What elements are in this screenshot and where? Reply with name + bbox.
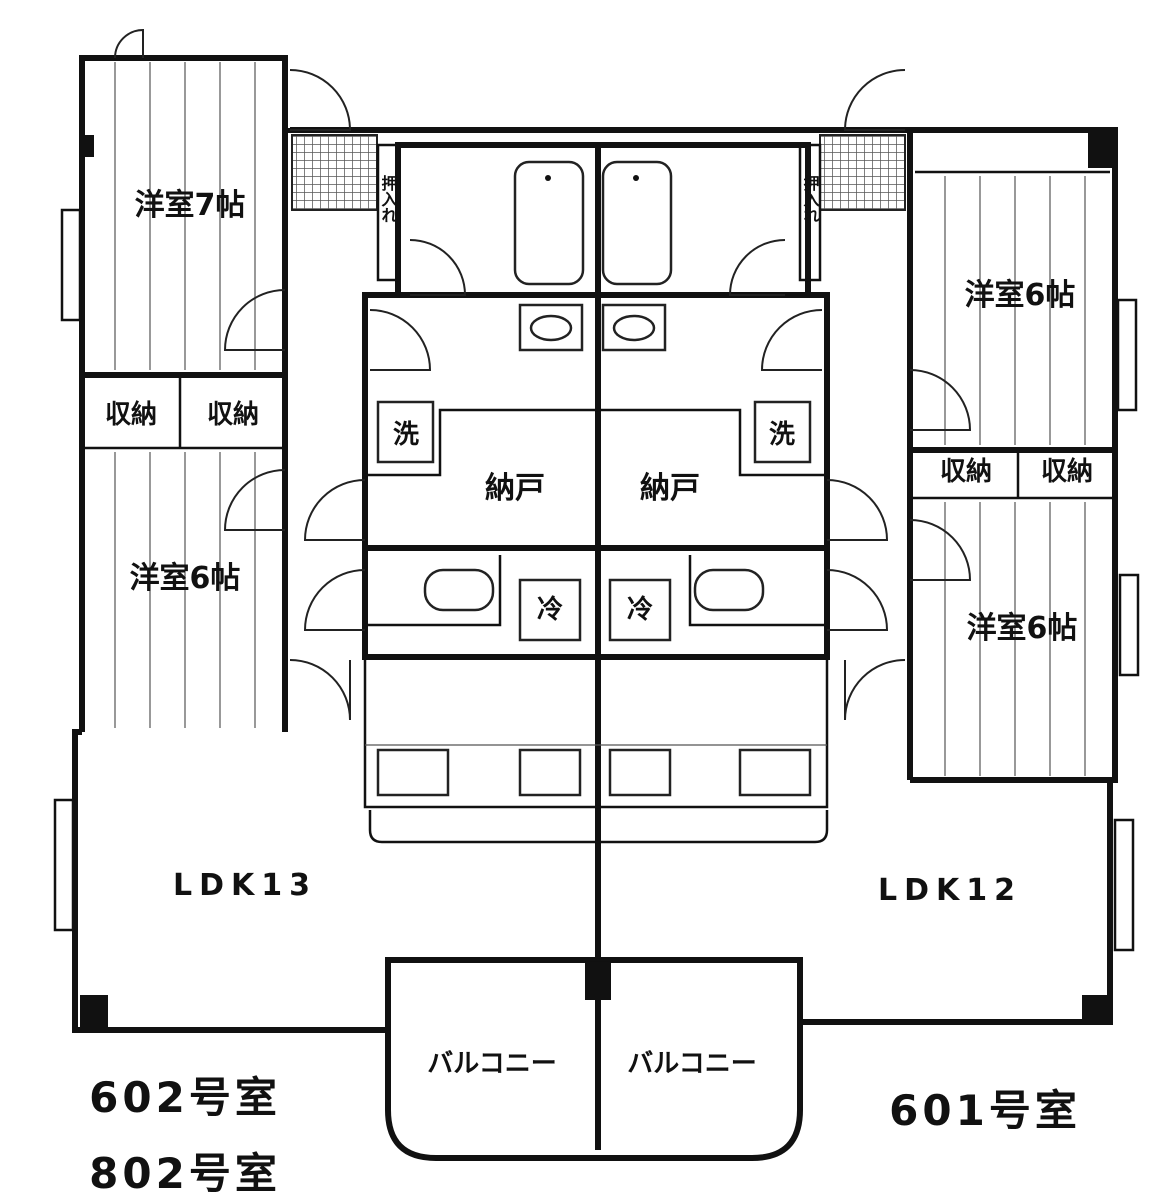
- washer-label: 洗: [769, 420, 795, 450]
- room-label-western-7: 洋室7帖: [135, 188, 246, 223]
- balcony-label: バルコニー: [427, 1049, 556, 1079]
- closet-label: 押入れ: [801, 174, 820, 223]
- unit-number-labels: 602号室 802号室 601号室: [89, 1073, 1081, 1198]
- ldk-label: LDK13: [173, 868, 317, 903]
- storage-label-a: 収納: [105, 399, 157, 430]
- central-fixtures: [303, 160, 889, 1000]
- storage-label-b: 収納: [1041, 456, 1093, 487]
- right-unit-interior: [798, 69, 1140, 1025]
- unit-number-802: 802号室: [89, 1149, 281, 1198]
- storeroom-label: 納戸: [640, 471, 700, 506]
- room-label-western-6: 洋室6帖: [130, 561, 241, 596]
- washer-label: 洗: [393, 420, 419, 450]
- fridge-label: 冷: [537, 594, 563, 625]
- fridge-label: 冷: [627, 594, 653, 625]
- storeroom-label: 納戸: [485, 471, 545, 506]
- unit-number-602: 602号室: [89, 1073, 281, 1122]
- right-unit-labels: 洋室6帖 収納 収納 洋室6帖 押入れ 洗 納戸 冷 LDK12 バルコニー: [627, 174, 1093, 1079]
- left-unit-labels: 洋室7帖 収納 収納 洋室6帖 押入れ 洗 納戸 冷 LDK13 バルコニー: [105, 174, 563, 1079]
- unit-number-601: 601号室: [889, 1086, 1081, 1135]
- left-unit-interior: [53, 28, 400, 1027]
- ldk-label: LDK12: [878, 873, 1022, 908]
- closet-label: 押入れ: [379, 174, 398, 223]
- storage-label-a: 収納: [940, 456, 992, 487]
- balcony-label: バルコニー: [627, 1049, 756, 1079]
- room-label-western-6-lower: 洋室6帖: [967, 611, 1078, 646]
- storage-label-b: 収納: [207, 399, 259, 430]
- room-label-western-6-upper: 洋室6帖: [965, 278, 1076, 313]
